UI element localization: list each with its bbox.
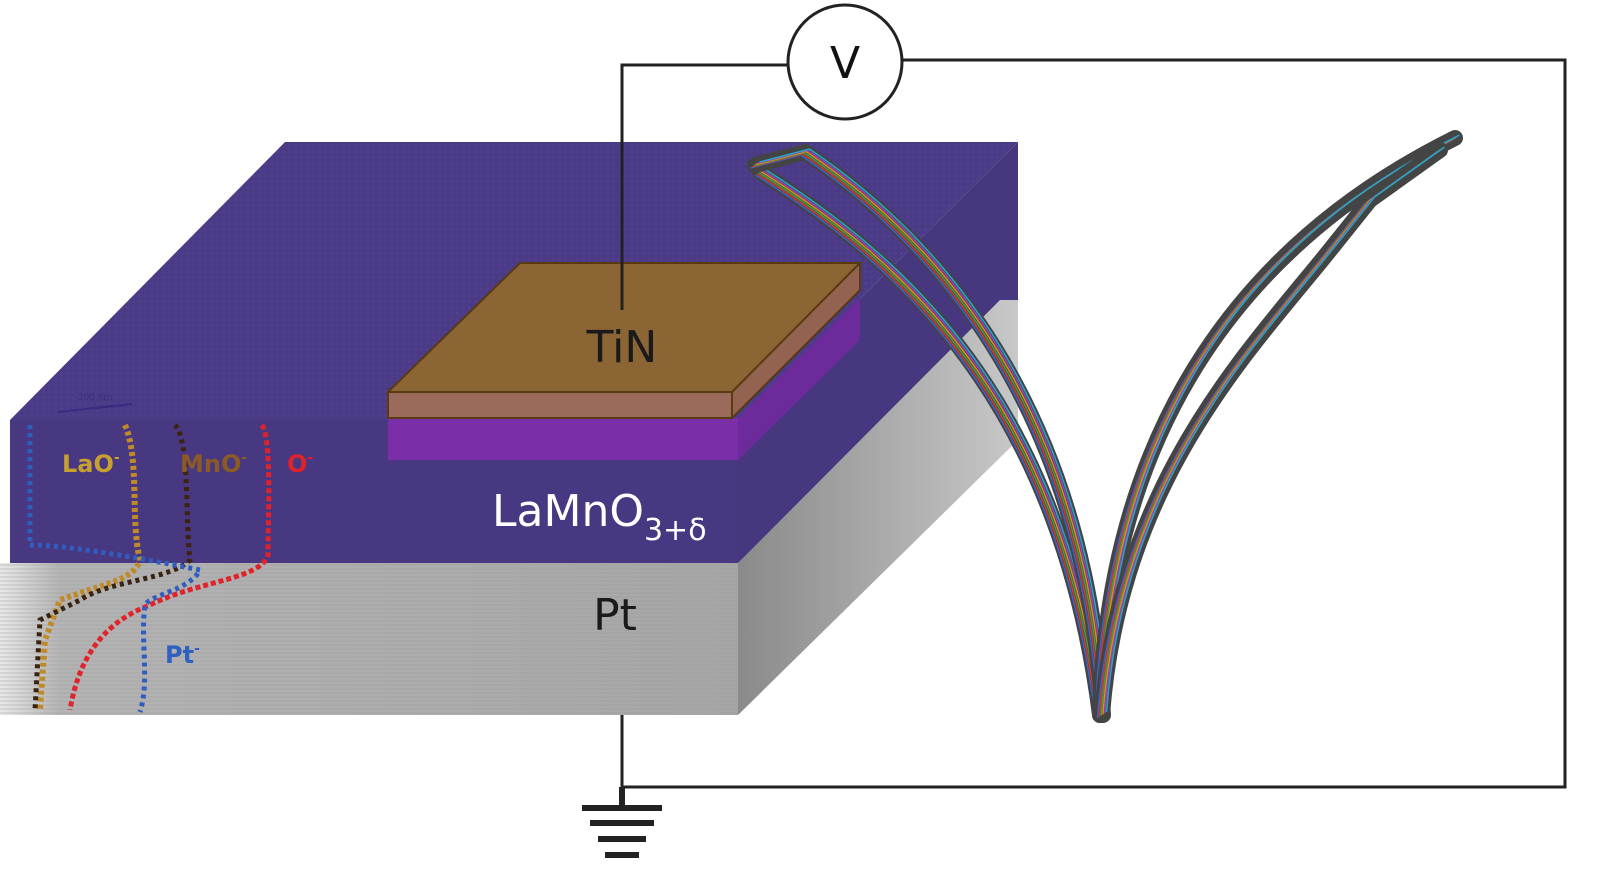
curve-right-outer-trace — [1094, 140, 1451, 719]
pt-profile — [27, 425, 204, 713]
film-stack — [0, 142, 1018, 715]
curve-left-inner-trace — [755, 150, 1105, 715]
lao-label: LaO- — [62, 450, 120, 478]
scale-bar-label: 200 nm — [78, 393, 113, 403]
iv-curves — [747, 130, 1463, 723]
curve-left-outer-trace — [755, 174, 1097, 719]
interlayer-front — [388, 418, 738, 460]
curve-left-inner-trace — [759, 148, 1109, 713]
curve-right-inner-trace — [1098, 151, 1438, 717]
depth-profile: 200 nm LaO- MnO- O- Pt- — [27, 393, 313, 713]
curve-left-outer-trace — [760, 170, 1102, 715]
circuit-wire — [620, 58, 1567, 789]
tin-side-face — [731, 260, 861, 421]
curve-left-outer-trace — [756, 173, 1099, 717]
curve-right-inner-trace — [1105, 146, 1445, 713]
curve-right-outer-trace — [1100, 136, 1457, 715]
mno-profile — [32, 423, 193, 711]
film-label-subscript: 3+δ — [644, 513, 707, 548]
film-label-main: LaMnO — [492, 486, 644, 537]
curve-left-inner-trace — [753, 151, 1103, 716]
curve-right-outer-trace — [1096, 139, 1453, 717]
substrate-label: Pt — [593, 590, 637, 641]
curve-left-inner-trace — [757, 149, 1107, 714]
tin-label: TiN — [586, 322, 658, 373]
film-label: LaMnO3+δ — [492, 486, 707, 548]
o-label: O- — [287, 450, 313, 478]
interlayer-side — [738, 298, 860, 460]
curve-left-outer-trace — [762, 169, 1104, 714]
o-profile — [67, 423, 272, 711]
voltmeter-label: V — [830, 38, 860, 89]
lao-profile — [37, 423, 144, 711]
substrate-texture — [0, 563, 738, 715]
curve-left-inner-trace — [752, 152, 1102, 717]
pt-label: Pt- — [165, 641, 200, 669]
mno-label: MnO- — [180, 450, 247, 478]
ground-symbol-icon — [582, 787, 662, 858]
scale-bar — [57, 403, 133, 413]
curve-right-outer-trace — [1098, 137, 1455, 716]
film-right-face — [738, 142, 1018, 563]
curve-left-inner-band — [747, 143, 1111, 723]
curve-left-outer-trace — [758, 171, 1100, 716]
voltmeter-circle-icon: V — [786, 3, 904, 121]
substrate-right-face — [738, 300, 1018, 715]
curve-right-inner-trace — [1096, 152, 1436, 719]
curve-left-outer-band — [752, 164, 1108, 723]
tin-front-face — [387, 391, 733, 419]
curve-right-outer-band — [1092, 130, 1463, 723]
curve-left-inner-trace — [750, 154, 1100, 719]
tin-electrode — [385, 260, 863, 460]
